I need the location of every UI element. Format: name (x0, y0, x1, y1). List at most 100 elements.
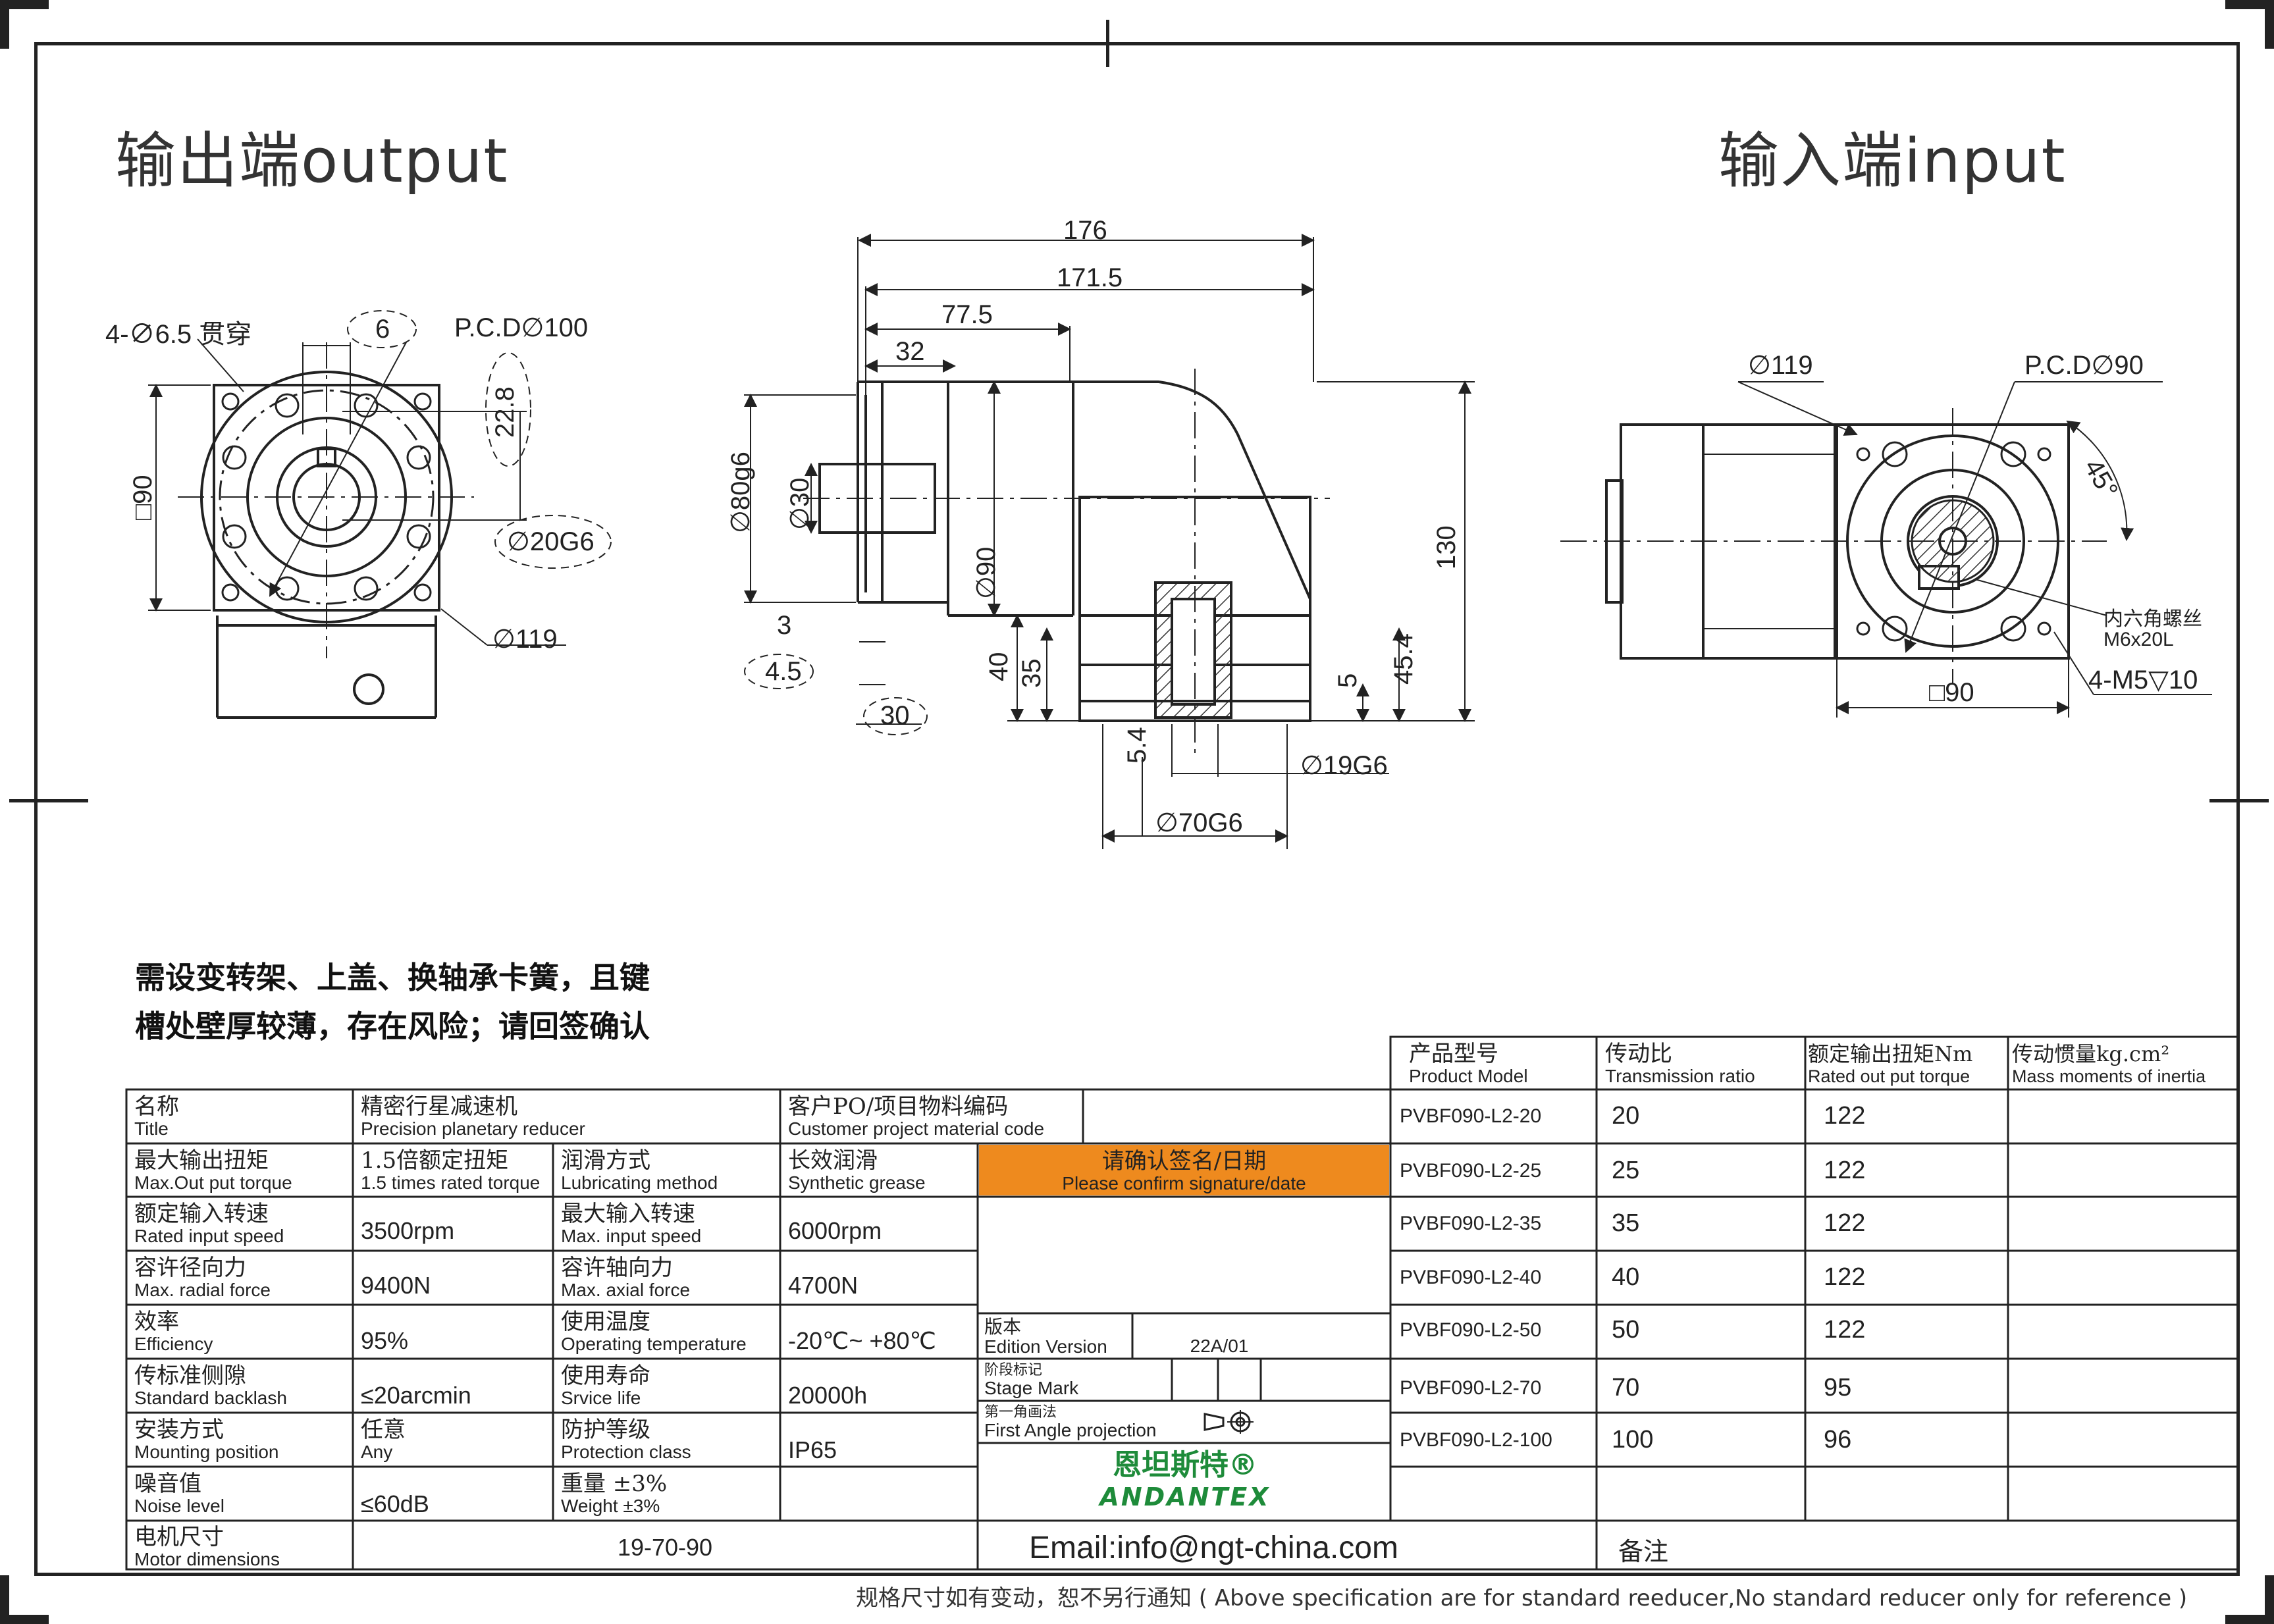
maxtorque-en: Max.Out put torque (134, 1172, 292, 1193)
model-cell: PVBF090-L2-100 (1400, 1429, 1552, 1451)
temperature-label: 使用温度 Operating temperature (556, 1307, 778, 1358)
corner-mark-bl (0, 1575, 49, 1624)
motor-dimensions-label: 电机尺寸 Motor dimensions (129, 1522, 352, 1569)
rated-speed-value: 3500rpm (361, 1217, 455, 1244)
edition-value: 22A/01 (1190, 1336, 1249, 1356)
protect-en: Protection class (561, 1442, 691, 1462)
input-header: 输入端input (1718, 126, 2067, 196)
max-torque-label: 最大输出扭矩 Max.Out put torque (129, 1145, 352, 1196)
proj-zh: 第一角画法 (984, 1404, 1057, 1421)
torque-header: 额定输出扭矩Nm Rated out put torque (1805, 1039, 2008, 1089)
confirm-signature-box[interactable]: 请确认签名/日期 Please confirm signature/date (979, 1145, 1389, 1195)
dim-171-5: 171.5 (1057, 263, 1123, 292)
model-header-zh: 产品型号 (1409, 1041, 1498, 1067)
temp-en: Operating temperature (561, 1334, 747, 1354)
noise-zh: 噪音值 (134, 1471, 201, 1497)
brand-logo: 恩坦斯特® ANDANTEX (1053, 1446, 1317, 1518)
projection-symbol-icon (1203, 1410, 1254, 1434)
customer-code-label: 客户PO/项目物料编码 Customer project material co… (783, 1091, 1079, 1143)
dim-3: 3 (777, 611, 792, 640)
torque-cell: 122 (1824, 1157, 1866, 1184)
maxtorque-zh: 最大输出扭矩 (134, 1147, 269, 1174)
stage-mark-label: 阶段标记 Stage Mark (979, 1360, 1170, 1400)
stage-en: Stage Mark (984, 1378, 1079, 1398)
max-torque-value: 1.5倍额定扭矩 1.5 times rated torque (356, 1145, 552, 1196)
dim-square-right: □90 (1929, 678, 1974, 707)
axial-force-value: 4700N (788, 1272, 859, 1299)
backlash-zh: 传标准侧隙 (134, 1363, 246, 1389)
temperature-value: -20℃~ +80℃ (788, 1327, 936, 1354)
noise-label: 噪音值 Noise level (129, 1469, 352, 1520)
dim-4-5: 4.5 (765, 657, 802, 686)
output-header: 输出端output (115, 126, 509, 196)
eff-zh: 效率 (134, 1309, 179, 1335)
efficiency-label: 效率 Efficiency (129, 1307, 352, 1358)
ratio-cell: 35 (1612, 1209, 1640, 1237)
title-val-en: Precision planetary reducer (361, 1118, 585, 1139)
axial-force-label: 容许轴向力 Max. axial force (556, 1253, 778, 1304)
inertia-header: 传动惯量kg.cm² Mass moments of inertia (2009, 1039, 2237, 1089)
email-link[interactable]: Email:info@ngt-china.com (1029, 1531, 1398, 1565)
protect-zh: 防护等级 (561, 1417, 650, 1443)
dim-bore-19: ∅19G6 (1300, 751, 1388, 780)
model-cell: PVBF090-L2-35 (1400, 1213, 1542, 1234)
maxtorque-val-zh: 1.5倍额定扭矩 (361, 1147, 509, 1174)
lube-en: Lubricating method (561, 1172, 718, 1193)
ratio-cell: 40 (1612, 1263, 1640, 1291)
axial-en: Max. axial force (561, 1280, 691, 1300)
torque-header-en: Rated out put torque (1808, 1066, 1970, 1086)
technical-drawing (148, 234, 2212, 849)
life-en: Srvice life (561, 1388, 641, 1408)
input-view (1560, 381, 2212, 718)
ratio-cell: 50 (1612, 1316, 1640, 1344)
lube-val-zh: 长效润滑 (788, 1147, 878, 1174)
backlash-en: Standard backlash (134, 1388, 287, 1408)
mounting-value: 任意 Any (356, 1415, 552, 1466)
service-life-label: 使用寿命 Srvice life (556, 1361, 778, 1412)
brand-en: ANDANTEX (1099, 1482, 1271, 1511)
model-header: 产品型号 Product Model (1404, 1039, 1595, 1089)
torque-cell: 122 (1824, 1209, 1866, 1237)
dim-32: 32 (895, 337, 925, 366)
mount-en: Mounting position (134, 1442, 279, 1462)
noise-en: Noise level (134, 1496, 225, 1516)
ratio-header: 传动比 Transmission ratio (1600, 1039, 1804, 1089)
lube-label: 润滑方式 Lubricating method (556, 1145, 778, 1196)
dim-30: 30 (880, 701, 910, 730)
ratio-cell: 100 (1612, 1426, 1654, 1454)
ratio-cell: 25 (1612, 1157, 1640, 1184)
model-cell: PVBF090-L2-20 (1400, 1105, 1542, 1127)
torque-cell: 122 (1824, 1263, 1866, 1291)
rated-en: Rated input speed (134, 1226, 284, 1246)
title-label: 名称 Title (129, 1091, 352, 1143)
edition-zh: 版本 (984, 1316, 1022, 1338)
risk-note-line2: 槽处壁厚较薄，存在风险；请回签确认 (135, 1008, 650, 1044)
mount-zh: 安装方式 (134, 1417, 224, 1443)
lube-val-en: Synthetic grease (788, 1172, 926, 1193)
cust-zh: 客户PO/项目物料编码 (788, 1093, 1009, 1120)
ratio-cell: 70 (1612, 1374, 1640, 1401)
risk-note-line1: 需设变转架、上盖、换轴承卡簧，且键 (135, 960, 650, 995)
protection-label: 防护等级 Protection class (556, 1415, 778, 1466)
noise-value: ≤60dB (361, 1490, 429, 1517)
dim-77-5: 77.5 (941, 300, 993, 329)
corner-mark-tr (2225, 0, 2274, 49)
drawing-frame (34, 42, 2240, 1576)
model-cell: PVBF090-L2-25 (1400, 1160, 1542, 1182)
maxtorque-val-en: 1.5 times rated torque (361, 1172, 541, 1193)
backlash-label: 传标准侧隙 Standard backlash (129, 1361, 352, 1412)
screw-label-en: M6x20L (2103, 629, 2174, 650)
confirm-zh: 请确认签名/日期 (1101, 1148, 1267, 1174)
radial-force-value: 9400N (361, 1272, 431, 1299)
screw-label-zh: 内六角螺丝 (2103, 608, 2202, 630)
torque-cell: 122 (1824, 1102, 1866, 1130)
temp-zh: 使用温度 (561, 1309, 650, 1335)
dim-flange-right: ∅119 (1748, 351, 1813, 380)
projection-label: 第一角画法 First Angle projection (979, 1402, 1196, 1442)
motor-zh: 电机尺寸 (134, 1524, 224, 1550)
weight-zh: 重量 ±3% (561, 1471, 668, 1497)
lube-zh: 润滑方式 (561, 1147, 650, 1174)
dim-pcd-out: P.C.D∅100 (454, 313, 589, 342)
stage-zh: 阶段标记 (984, 1362, 1043, 1378)
